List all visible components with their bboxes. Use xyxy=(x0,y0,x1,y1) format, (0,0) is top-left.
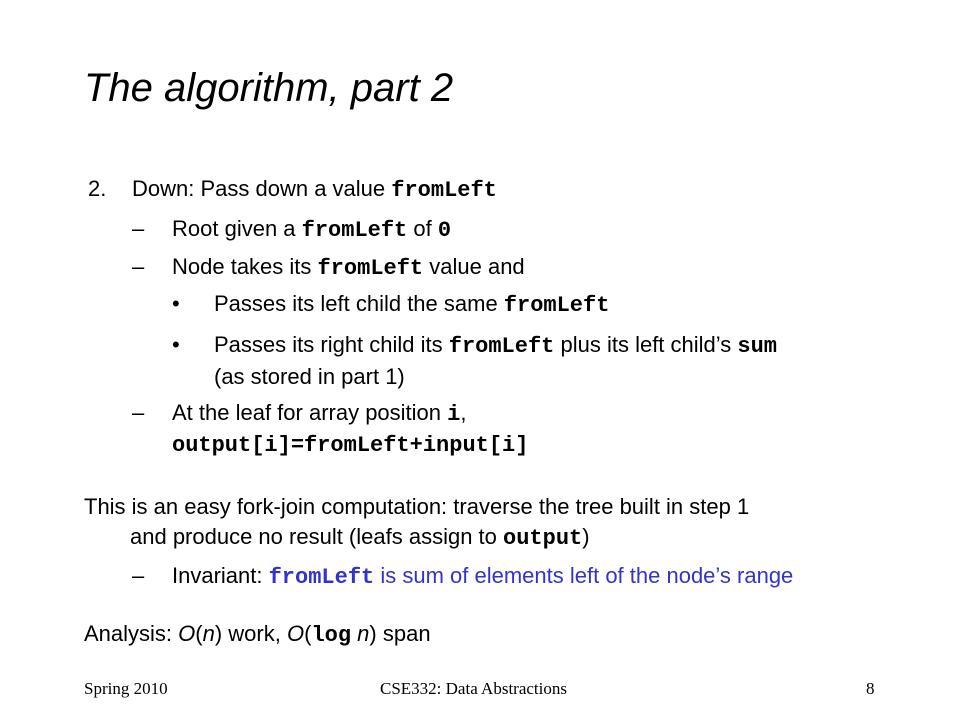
footer-page-number: 8 xyxy=(866,679,875,698)
slide-title: The algorithm, part 2 xyxy=(84,66,454,110)
code-log: log xyxy=(311,623,352,648)
text-run: ) span xyxy=(369,621,431,646)
forkjoin-line1: This is an easy fork-join computation: t… xyxy=(84,494,750,519)
var-n: n xyxy=(357,621,370,646)
text-run: of xyxy=(407,216,438,241)
big-o: O xyxy=(286,621,305,646)
invariant-statement: is sum of elements left of the node’s ra… xyxy=(374,563,794,588)
bullet-right-child-line2: (as stored in part 1) xyxy=(214,364,405,389)
footer-date: Spring 2010 xyxy=(84,679,168,698)
item-2-text: Down: Pass down a value fromLeft xyxy=(132,176,497,203)
dash-marker: – xyxy=(132,400,145,425)
forkjoin-line2: and produce no result (leafs assign to o… xyxy=(130,524,590,551)
sub-item-leaf-text: At the leaf for array position i, xyxy=(172,400,466,427)
item-number: 2. xyxy=(88,176,107,201)
dash-marker: – xyxy=(132,216,145,241)
sub-item-node-text: Node takes its fromLeft value and xyxy=(172,254,525,281)
text-run: Passes its right child its xyxy=(214,332,449,357)
invariant-label: Invariant: xyxy=(172,563,269,588)
code-i: i xyxy=(447,402,461,427)
bullet-right-child-text: Passes its right child its fromLeft plus… xyxy=(214,332,777,359)
text-run: plus its left child’s xyxy=(554,332,738,357)
code-fromleft: fromLeft xyxy=(391,178,497,203)
text-run: , xyxy=(460,400,467,425)
code-fromleft: fromLeft xyxy=(448,334,555,359)
text-run: Passes its left child the same xyxy=(214,291,504,316)
analysis-line: Analysis: O(n) work, O(log n) span xyxy=(84,621,431,648)
code-zero: 0 xyxy=(437,218,452,243)
bullet-marker: • xyxy=(172,291,180,316)
text-run: Node takes its xyxy=(172,254,318,279)
dash-marker: – xyxy=(132,563,145,588)
text-run: ( xyxy=(195,621,203,646)
dash-marker: – xyxy=(132,254,145,279)
code-fromleft: fromLeft xyxy=(301,218,408,243)
text-run: Down: Pass down a value xyxy=(132,176,392,201)
sub-item-root-text: Root given a fromLeft of 0 xyxy=(172,216,451,243)
bullet-left-child-text: Passes its left child the same fromLeft xyxy=(214,291,609,318)
text-run: Root given a xyxy=(172,216,302,241)
var-n: n xyxy=(202,621,215,646)
big-o: O xyxy=(178,621,196,646)
code-fromleft: fromLeft xyxy=(268,565,375,590)
text-run: ( xyxy=(304,621,312,646)
code-sum: sum xyxy=(737,334,777,359)
code-output: output xyxy=(503,526,583,551)
text-run: and produce no result (leafs assign to xyxy=(130,524,504,549)
code-fromleft: fromLeft xyxy=(317,256,424,281)
code-output-assignment: output[i]=fromLeft+input[i] xyxy=(172,433,529,458)
footer-course: CSE332: Data Abstractions xyxy=(380,679,567,698)
code-fromleft: fromLeft xyxy=(503,293,610,318)
text-run: value and xyxy=(423,254,525,279)
text-run: ) xyxy=(582,524,590,549)
text-run: At the leaf for array position xyxy=(172,400,448,425)
bullet-marker: • xyxy=(172,332,180,357)
text-run: Analysis: xyxy=(84,621,179,646)
text-run: ) work, xyxy=(214,621,287,646)
invariant-text: Invariant: fromLeft is sum of elements l… xyxy=(172,563,793,590)
